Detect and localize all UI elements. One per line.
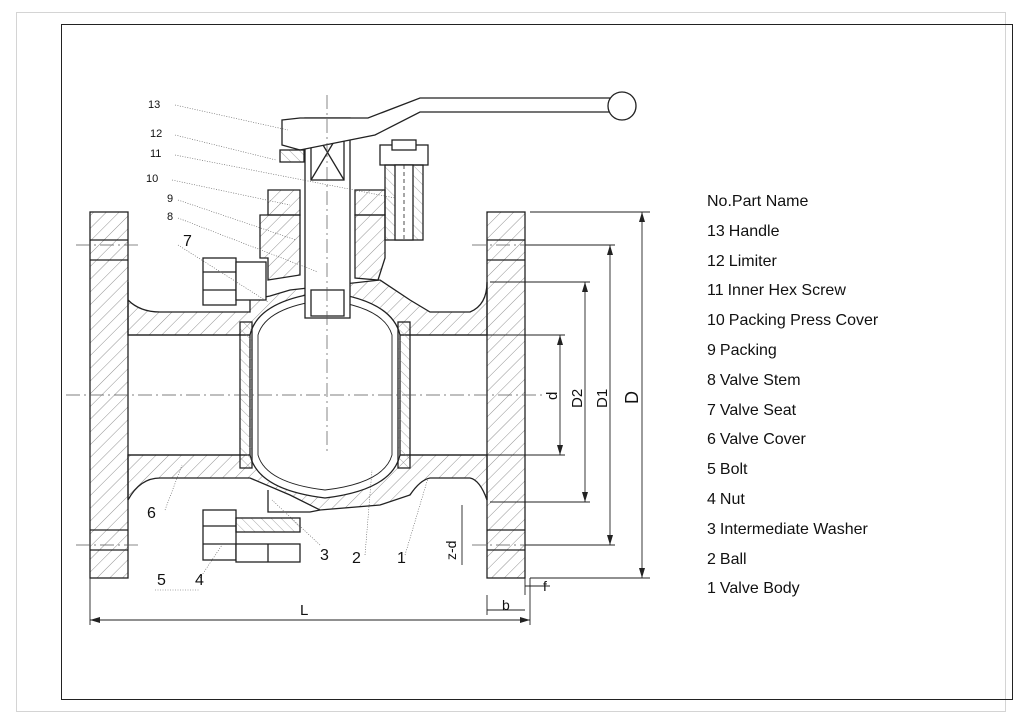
callout-labels: 13 12 11 10 9 8: [146, 99, 173, 223]
callout-3: 3: [320, 547, 329, 564]
legend-item-no: 2: [707, 550, 716, 568]
callout-7: 7: [183, 233, 192, 250]
bonnet: [259, 189, 386, 281]
legend-item-no: 8: [707, 371, 716, 389]
callout-6: 6: [147, 505, 156, 522]
callout-8: 8: [167, 211, 173, 223]
legend-item-name: Ball: [719, 550, 747, 568]
dim-D2: D2: [569, 389, 586, 408]
legend-item-no: 3: [707, 520, 716, 538]
callout-4: 4: [195, 572, 204, 589]
drawing-border: [61, 24, 1013, 700]
legend-item-name: Inner Hex Screw: [727, 282, 846, 300]
lower-bolt: [202, 509, 301, 563]
legend-item-name: Nut: [719, 490, 745, 508]
legend-header-no: No.: [707, 193, 732, 210]
legend-item-name: Packing Press Cover: [728, 312, 879, 330]
callout-1: 1: [397, 550, 406, 567]
legend-item-name: Bolt: [719, 461, 748, 479]
legend-item-name: Packing: [719, 341, 777, 359]
callout-12: 12: [150, 128, 162, 140]
legend-item-no: 7: [707, 401, 716, 419]
legend-item-name: Limiter: [728, 252, 777, 270]
callout-11: 11: [150, 148, 161, 160]
callout-9: 9: [167, 193, 173, 205]
leader-lines: [155, 104, 429, 591]
callout-10: 10: [146, 173, 158, 185]
legend-item-no: 12: [707, 252, 725, 270]
legend-item-no: 4: [707, 490, 716, 508]
legend-item-name: Intermediate Washer: [719, 520, 868, 538]
dimension-arrows: [90, 212, 645, 623]
upper-bolt: [202, 257, 267, 306]
dim-f: f: [543, 578, 547, 594]
handle: [279, 91, 637, 163]
dim-D1: D1: [594, 389, 611, 408]
legend-item-name: Valve Seat: [719, 401, 797, 419]
legend-item-no: 9: [707, 341, 716, 359]
outer-border: [16, 12, 1006, 712]
dimension-labels: d D2 D1 D z-d L b f: [300, 389, 642, 619]
dim-L: L: [300, 602, 308, 619]
legend-item-no: 13: [707, 222, 725, 240]
legend-item-name: Valve Stem: [719, 371, 801, 389]
legend-item-name: Valve Body: [719, 580, 800, 598]
dim-D: D: [622, 391, 642, 404]
callout-2: 2: [352, 550, 361, 567]
legend-header-name: Part Name: [731, 193, 809, 210]
legend-item-no: 11: [707, 282, 724, 300]
legend-item-no: 1: [707, 580, 716, 598]
dim-b: b: [502, 597, 510, 613]
dim-zd: z-d: [443, 541, 459, 560]
callout-13: 13: [148, 99, 160, 111]
legend-item-no: 5: [707, 461, 716, 479]
dimension-lines: [89, 211, 650, 625]
legend-item-name: Valve Cover: [719, 431, 806, 449]
limiter: [379, 139, 429, 241]
legend-header: No.Part Name: [707, 190, 1007, 220]
dim-d: d: [544, 392, 561, 400]
callout-labels-large: 7 6 5 4 3 2 1: [147, 233, 406, 589]
callout-5: 5: [157, 572, 166, 589]
valve-stem: [304, 117, 351, 319]
legend-item-no: 6: [707, 431, 716, 449]
legend-item-no: 10: [707, 312, 725, 330]
legend-item-name: Handle: [728, 222, 780, 240]
